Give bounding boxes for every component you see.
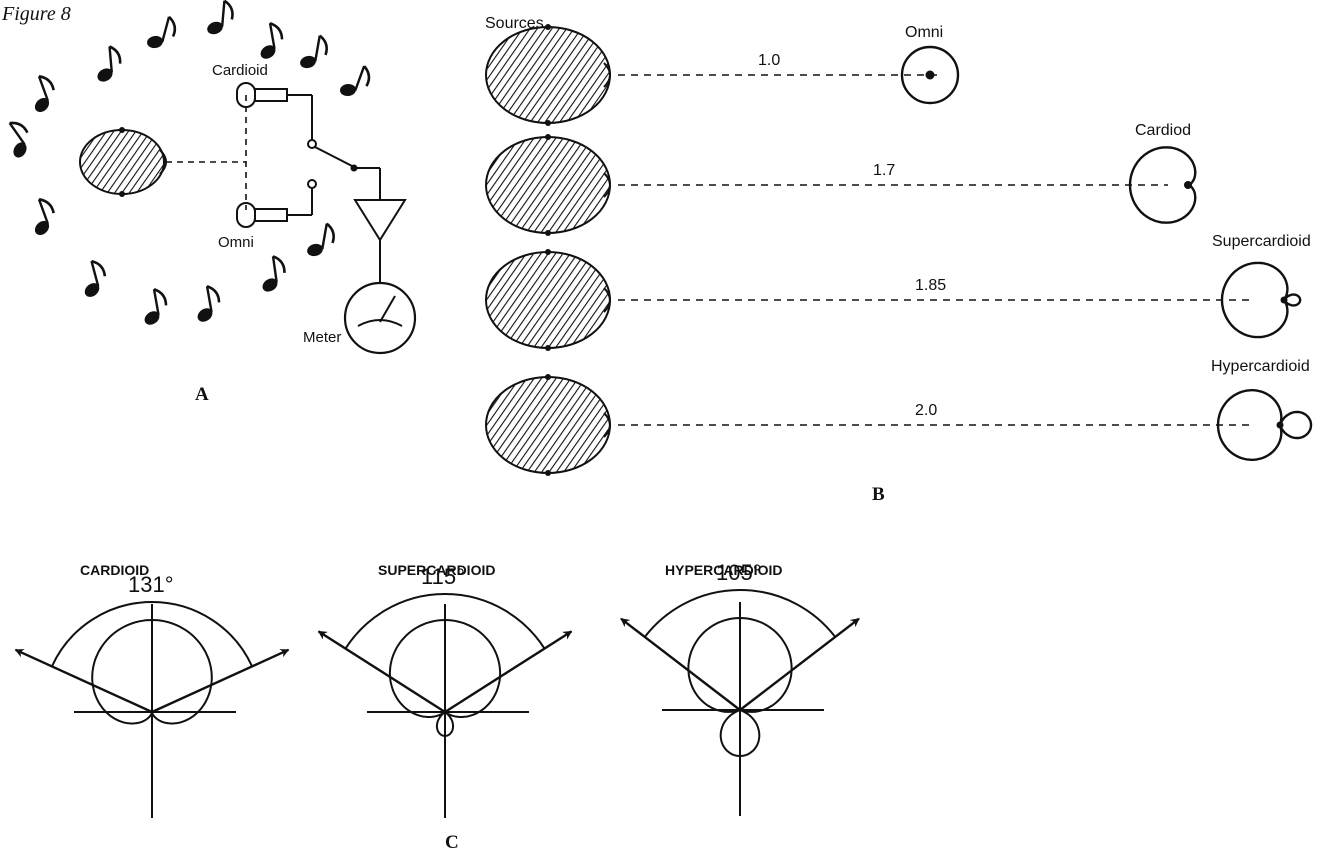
source-icon [485, 374, 611, 476]
pickup-arrow [620, 617, 741, 711]
pickup-angle: 105° [716, 560, 762, 585]
meter-icon [343, 281, 417, 355]
music-note-icon [34, 198, 55, 236]
pickup-arc [344, 593, 546, 650]
polar-title: CARDIOID [80, 562, 149, 578]
distance-row: 1.85 Supercardioid [485, 233, 1311, 351]
pattern-shape-icon [1220, 261, 1302, 339]
pickup-arrow [739, 617, 860, 711]
meter-label: Meter [303, 329, 341, 346]
source-icon [485, 249, 611, 351]
figure-title: Figure 8 [1, 3, 71, 25]
polar-title: SUPERCARDIOID [378, 562, 495, 578]
switch-icon [307, 139, 381, 200]
distance-row: 2.0 Hypercardioid [485, 358, 1313, 476]
polar-patterns: CARDIOID131°SUPERCARDIOID115°HYPERCARDIO… [14, 560, 860, 818]
music-note-icon [262, 255, 286, 292]
pickup-angle: 131° [128, 572, 174, 597]
panel-c-label: C [445, 832, 459, 853]
cardioid-mic-icon [236, 82, 313, 140]
distance-row: 1.0 Omni [485, 24, 960, 126]
distance-value: 1.0 [758, 52, 780, 69]
pickup-arc [50, 601, 254, 667]
distance-value: 1.85 [915, 277, 946, 294]
panel-a-label: A [195, 384, 209, 405]
pattern-label: Omni [905, 24, 943, 41]
music-notes [8, 0, 371, 325]
music-note-icon [207, 0, 234, 35]
panel-b-label: B [872, 484, 885, 505]
omni-mic-label: Omni [218, 234, 254, 251]
pickup-arrow [444, 630, 573, 714]
pickup-arrow [14, 648, 153, 714]
music-note-icon [8, 121, 29, 158]
music-note-icon [300, 34, 328, 69]
music-note-icon [307, 222, 335, 257]
pattern-shape-icon [900, 45, 960, 105]
source-icon [485, 24, 611, 126]
pattern-label: Hypercardioid [1211, 358, 1310, 375]
pickup-arrow [317, 630, 446, 714]
source-icon [485, 134, 611, 236]
distance-value: 2.0 [915, 402, 937, 419]
pattern-label: Cardiod [1135, 122, 1191, 139]
music-note-icon [260, 21, 284, 59]
amplifier-icon [353, 199, 407, 283]
distance-rows: 1.0 Omni 1.7 Cardiod 1.85 Supercardioid 2.0 Hyp… [485, 24, 1313, 476]
panel-b: Sources 1.0 Omni 1.7 Cardiod 1.85 Supercardio… [485, 15, 1313, 505]
panel-c: CARDIOID131°SUPERCARDIOID115°HYPERCARDIO… [14, 560, 860, 853]
music-note-icon [340, 65, 371, 97]
omni-mic-icon [236, 188, 313, 228]
distance-value: 1.7 [873, 162, 895, 179]
music-note-icon [147, 15, 177, 49]
sources-label: Sources [485, 15, 544, 32]
pattern-label: Supercardioid [1212, 233, 1311, 250]
panel-a: Cardioid Omni Meter [8, 0, 417, 405]
pickup-arrow [151, 648, 290, 714]
pattern-shape-icon [1128, 146, 1197, 224]
music-note-icon [144, 287, 168, 325]
music-note-icon [197, 284, 221, 322]
music-note-icon [84, 259, 107, 297]
distance-row: 1.7 Cardiod [485, 122, 1197, 236]
polar-title: HYPERCARDIOID [665, 562, 782, 578]
music-note-icon [34, 75, 55, 113]
music-note-icon [97, 45, 122, 82]
sound-source [79, 127, 167, 197]
pickup-angle: 115° [421, 564, 465, 589]
pattern-shape-icon [1216, 389, 1313, 461]
cardioid-mic-label: Cardioid [212, 62, 268, 79]
pickup-arc [644, 589, 836, 638]
